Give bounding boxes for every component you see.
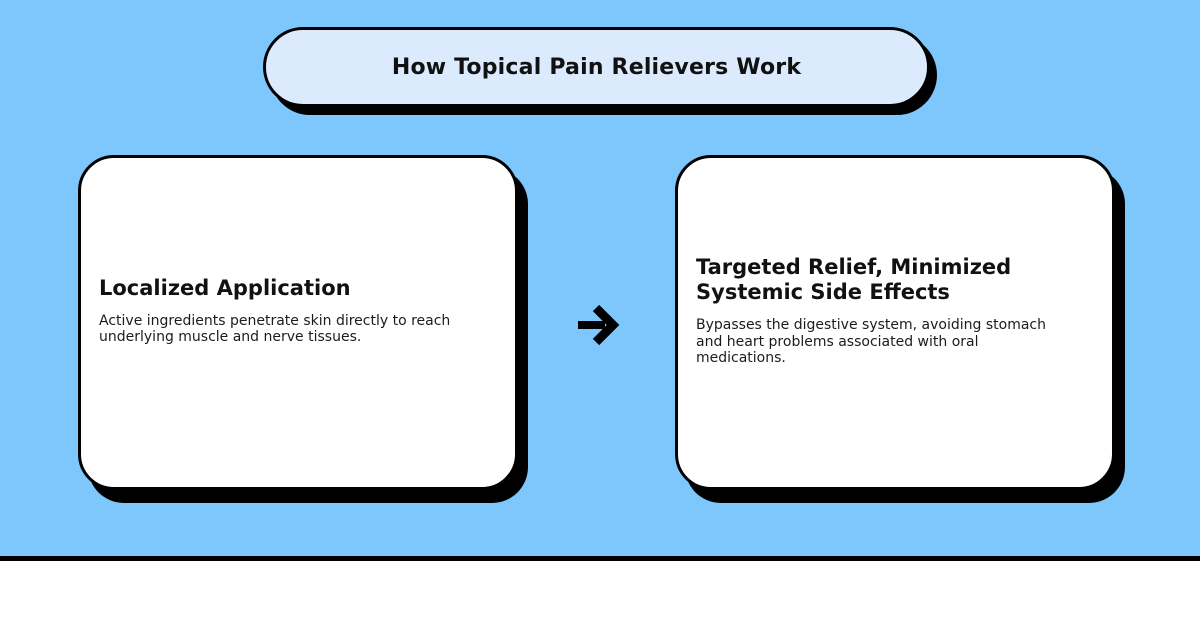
- card-targeted-relief: Targeted Relief, Minimized Systemic Side…: [675, 155, 1115, 490]
- footer-strip: [0, 566, 1200, 630]
- blue-background: How Topical Pain Relievers Work Localize…: [0, 0, 1200, 561]
- title-banner: How Topical Pain Relievers Work: [263, 27, 930, 107]
- card-title: Localized Application: [99, 275, 351, 300]
- right-arrow-icon: [575, 302, 621, 348]
- card-description: Bypasses the digestive system, avoiding …: [696, 317, 1046, 366]
- card-localized-application: Localized Application Active ingredients…: [78, 155, 518, 490]
- card-description: Active ingredients penetrate skin direct…: [99, 312, 451, 346]
- page-title: How Topical Pain Relievers Work: [391, 54, 802, 80]
- card-title: Targeted Relief, Minimized Systemic Side…: [696, 254, 1012, 305]
